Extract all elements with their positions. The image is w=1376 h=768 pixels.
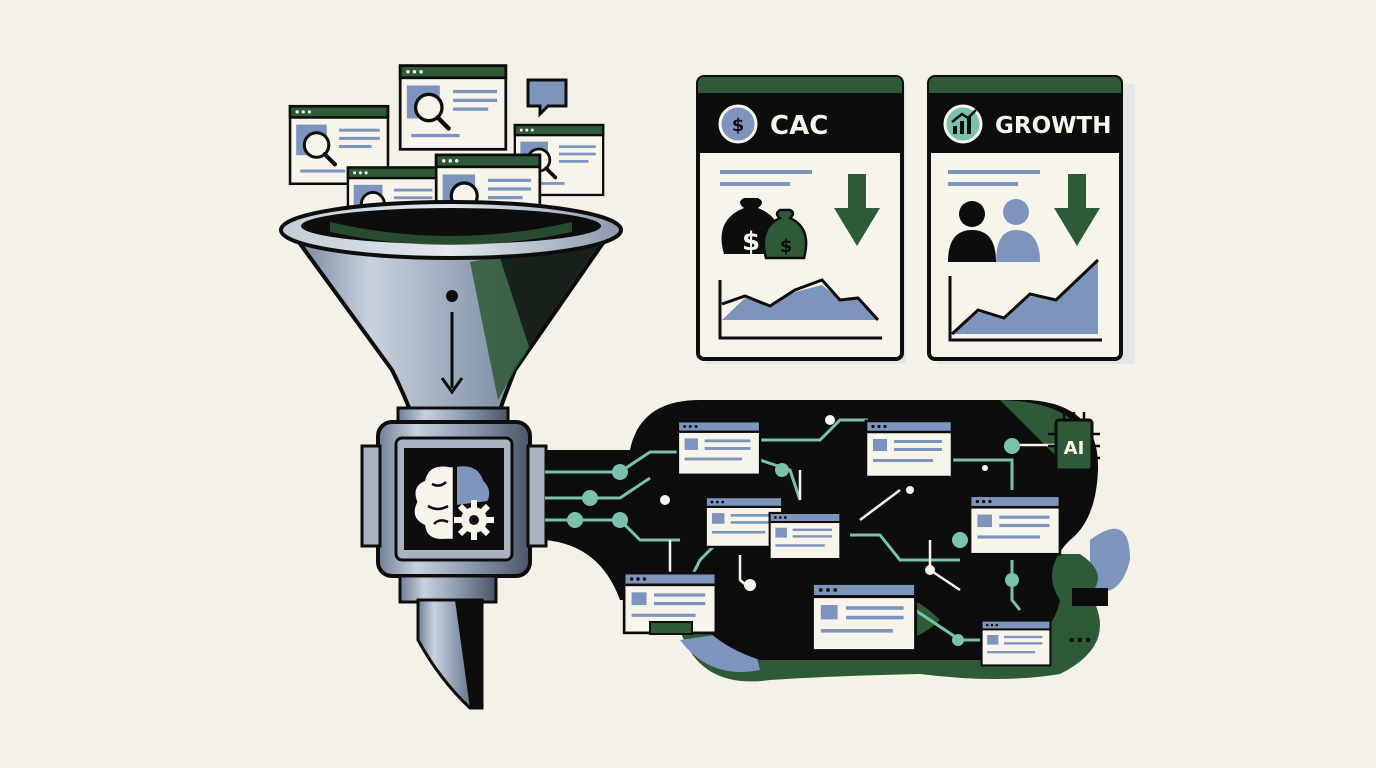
chat-bubble-icon xyxy=(526,78,568,118)
funnel xyxy=(279,66,623,710)
down-arrow-icon xyxy=(834,174,880,246)
svg-text:$: $ xyxy=(742,227,760,257)
network-window xyxy=(768,511,842,561)
flow-arrow-icon xyxy=(440,377,464,395)
network-window xyxy=(810,581,918,653)
search-window xyxy=(400,66,506,150)
ai-chip-label: AI xyxy=(1064,438,1085,459)
cac-badge-symbol: $ xyxy=(732,115,745,136)
money-bag-icon: $ $ xyxy=(721,198,808,260)
network-window xyxy=(676,419,762,477)
users-icon xyxy=(948,199,1040,262)
money-badge-icon xyxy=(718,104,758,144)
ai-chip-icon: AI xyxy=(1048,412,1100,478)
metric-card-cac: $ CAC $ $ xyxy=(696,75,906,364)
growth-chart-icon xyxy=(943,104,983,144)
growth-trend-chart xyxy=(948,258,1102,342)
down-arrow-icon xyxy=(1054,174,1100,246)
brain-gear-icon xyxy=(412,464,494,542)
network-window xyxy=(980,619,1052,667)
growth-title: GROWTH xyxy=(995,113,1111,139)
ai-network: AI ... xyxy=(545,400,1130,682)
network-window xyxy=(968,494,1062,556)
cac-title: CAC xyxy=(770,111,828,141)
ellipsis-indicator: ... xyxy=(1067,623,1092,648)
metric-card-growth: GROWTH xyxy=(927,75,1135,364)
flow-dot xyxy=(446,290,458,302)
cac-trend-chart xyxy=(718,278,882,340)
network-window xyxy=(864,419,954,479)
svg-text:$: $ xyxy=(780,236,793,257)
